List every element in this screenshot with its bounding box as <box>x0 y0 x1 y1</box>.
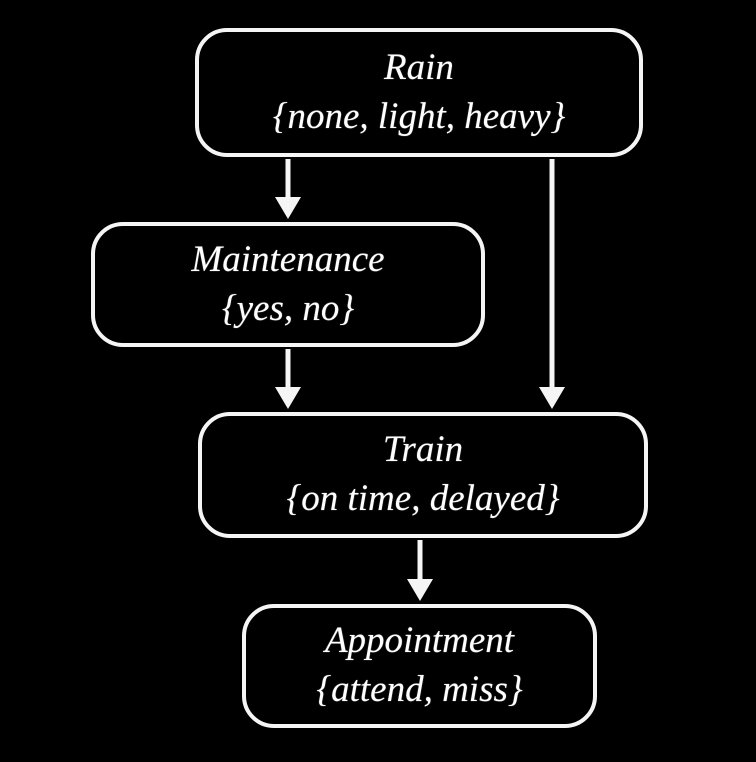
node-rain-states: {none, light, heavy} <box>272 95 566 137</box>
node-train-states: {on time, delayed} <box>286 478 560 519</box>
edge-train-to-appointment-arrow <box>407 540 433 601</box>
node-rain-label: Rain <box>384 46 454 88</box>
edge-rain-to-maintenance-arrow <box>275 159 301 219</box>
edge-maintenance-to-train-arrow <box>275 349 301 409</box>
node-maintenance: Maintenance {yes, no} <box>91 222 485 347</box>
node-train: Train {on time, delayed} <box>198 412 648 538</box>
node-rain: Rain {none, light, heavy} <box>195 28 643 157</box>
edge-rain-to-train-arrow <box>539 159 565 409</box>
node-appointment-label: Appointment <box>324 620 515 662</box>
node-maintenance-states: {yes, no} <box>221 287 355 329</box>
node-appointment: Appointment {attend, miss} <box>242 604 597 728</box>
node-train-label: Train <box>382 429 464 471</box>
node-maintenance-label: Maintenance <box>191 238 385 280</box>
node-appointment-states: {attend, miss} <box>316 669 523 710</box>
